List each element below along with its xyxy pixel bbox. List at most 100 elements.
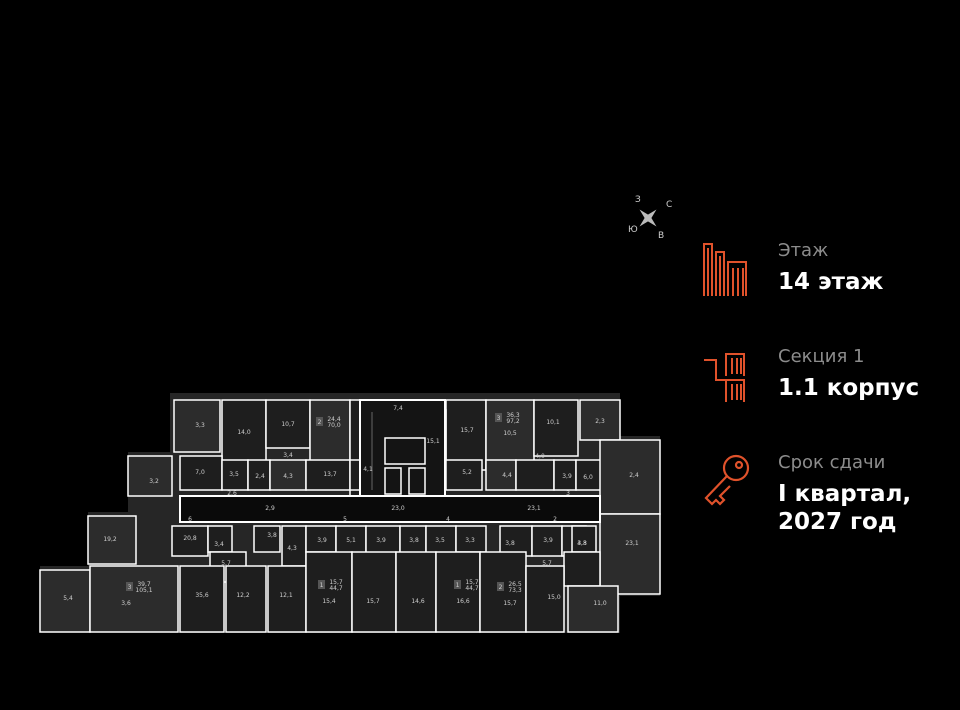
- room-area-label: 3,5: [435, 537, 445, 544]
- deadline-value-line1: I квартал,: [778, 481, 912, 507]
- room-area-label: 4,3: [283, 473, 293, 480]
- key-icon: [704, 454, 750, 506]
- compass-south: Ю: [628, 225, 638, 235]
- room[interactable]: [351, 551, 397, 633]
- room-area-label: 15,4: [322, 598, 336, 605]
- apartment-rooms-badge: [454, 580, 461, 589]
- room-area-label: 7,4: [393, 405, 403, 412]
- apartment-living-area: 36,3: [506, 412, 520, 419]
- compass-west: З: [635, 195, 641, 205]
- room[interactable]: [515, 459, 555, 491]
- room[interactable]: [599, 439, 661, 515]
- room[interactable]: [445, 459, 483, 491]
- room-area-label: 3,9: [317, 537, 327, 544]
- room-area-label: 3,9: [562, 473, 572, 480]
- room[interactable]: [253, 525, 281, 553]
- room[interactable]: [171, 525, 209, 557]
- room-area-label: 10,7: [281, 421, 295, 428]
- room[interactable]: [87, 515, 137, 565]
- elevator-core: [359, 399, 446, 497]
- room-area-label: 15,1: [426, 438, 440, 445]
- room-area-label: 2,9: [265, 505, 275, 512]
- room-area-label: 3,8: [267, 532, 277, 539]
- room[interactable]: [39, 569, 91, 633]
- room[interactable]: [267, 565, 307, 633]
- room-area-label: 5,7: [221, 560, 231, 567]
- room[interactable]: [395, 551, 437, 633]
- room-area-label: 4,0: [535, 453, 545, 460]
- room[interactable]: [225, 565, 267, 633]
- apartment-total-area: 44,7: [465, 585, 479, 592]
- room[interactable]: [305, 551, 353, 633]
- room[interactable]: [269, 459, 307, 491]
- room-area-label: 11,0: [593, 600, 607, 607]
- room[interactable]: [435, 551, 481, 633]
- room[interactable]: [575, 459, 603, 491]
- apartment-rooms-badge: [318, 580, 325, 589]
- room-area-label: 3: [566, 490, 570, 497]
- room[interactable]: [563, 551, 601, 587]
- room-area-label: 4,1: [363, 466, 373, 473]
- room[interactable]: [127, 455, 173, 497]
- room-area-label: 10,5: [503, 430, 517, 437]
- apartment-rooms: 3: [128, 584, 132, 591]
- room-area-label: 23,0: [391, 505, 405, 512]
- room[interactable]: [207, 525, 233, 553]
- room-area-label: 14,0: [237, 429, 251, 436]
- apartment-living-area: 24,4: [327, 416, 341, 423]
- room-area-label: 23,1: [625, 540, 639, 547]
- apartment-rooms: 2: [318, 419, 322, 426]
- room[interactable]: [479, 551, 527, 633]
- room[interactable]: [531, 525, 563, 557]
- apartment-rooms-badge: [316, 417, 323, 426]
- compass-cross-icon: [639, 209, 657, 227]
- room-area-label: 6,0: [583, 474, 593, 481]
- room[interactable]: [579, 399, 621, 441]
- room-area-label: 4,4: [502, 472, 512, 479]
- room-area-label: 19,2: [103, 536, 117, 543]
- room-area-label: 5,7: [542, 560, 552, 567]
- room[interactable]: [179, 455, 223, 491]
- room-area-label: 3,4: [283, 452, 293, 459]
- apartment-marker[interactable]: 2 24,470,0: [316, 416, 341, 429]
- room-area-label: 3,3: [465, 537, 475, 544]
- room-area-label: 3,2: [149, 478, 159, 485]
- room[interactable]: [599, 513, 661, 595]
- room-area-label: 12,2: [236, 592, 250, 599]
- room-area-label: 15,7: [366, 598, 380, 605]
- room[interactable]: [173, 399, 221, 453]
- room-area-label: 3,4: [214, 541, 224, 548]
- room-area-label: 3,8: [577, 540, 587, 547]
- compass: С В Ю З: [628, 195, 672, 241]
- room-area-label: 4,3: [577, 540, 587, 547]
- room[interactable]: [179, 565, 225, 633]
- room-area-label: 2,3: [595, 418, 605, 425]
- room-area-label: 13,7: [323, 471, 337, 478]
- room[interactable]: [485, 459, 517, 491]
- room[interactable]: [533, 399, 579, 457]
- floor-label: Этаж: [778, 240, 829, 261]
- room-area-label: 20,8: [183, 535, 197, 542]
- corridor: [179, 495, 601, 523]
- apartment-living-area: 15,7: [465, 579, 479, 586]
- room[interactable]: [525, 565, 565, 633]
- apartment-rooms: 1: [320, 582, 324, 589]
- apartment-total-area: 70,0: [327, 422, 341, 429]
- room-area-label: 15,7: [503, 600, 517, 607]
- room[interactable]: [89, 565, 179, 633]
- room-area-label: 3,6: [121, 600, 131, 607]
- room-area-label: 3,9: [543, 537, 553, 544]
- room[interactable]: [305, 459, 351, 491]
- room[interactable]: [567, 585, 619, 633]
- apartment-rooms-badge: [495, 413, 502, 422]
- room[interactable]: [335, 525, 367, 557]
- room[interactable]: [571, 525, 597, 553]
